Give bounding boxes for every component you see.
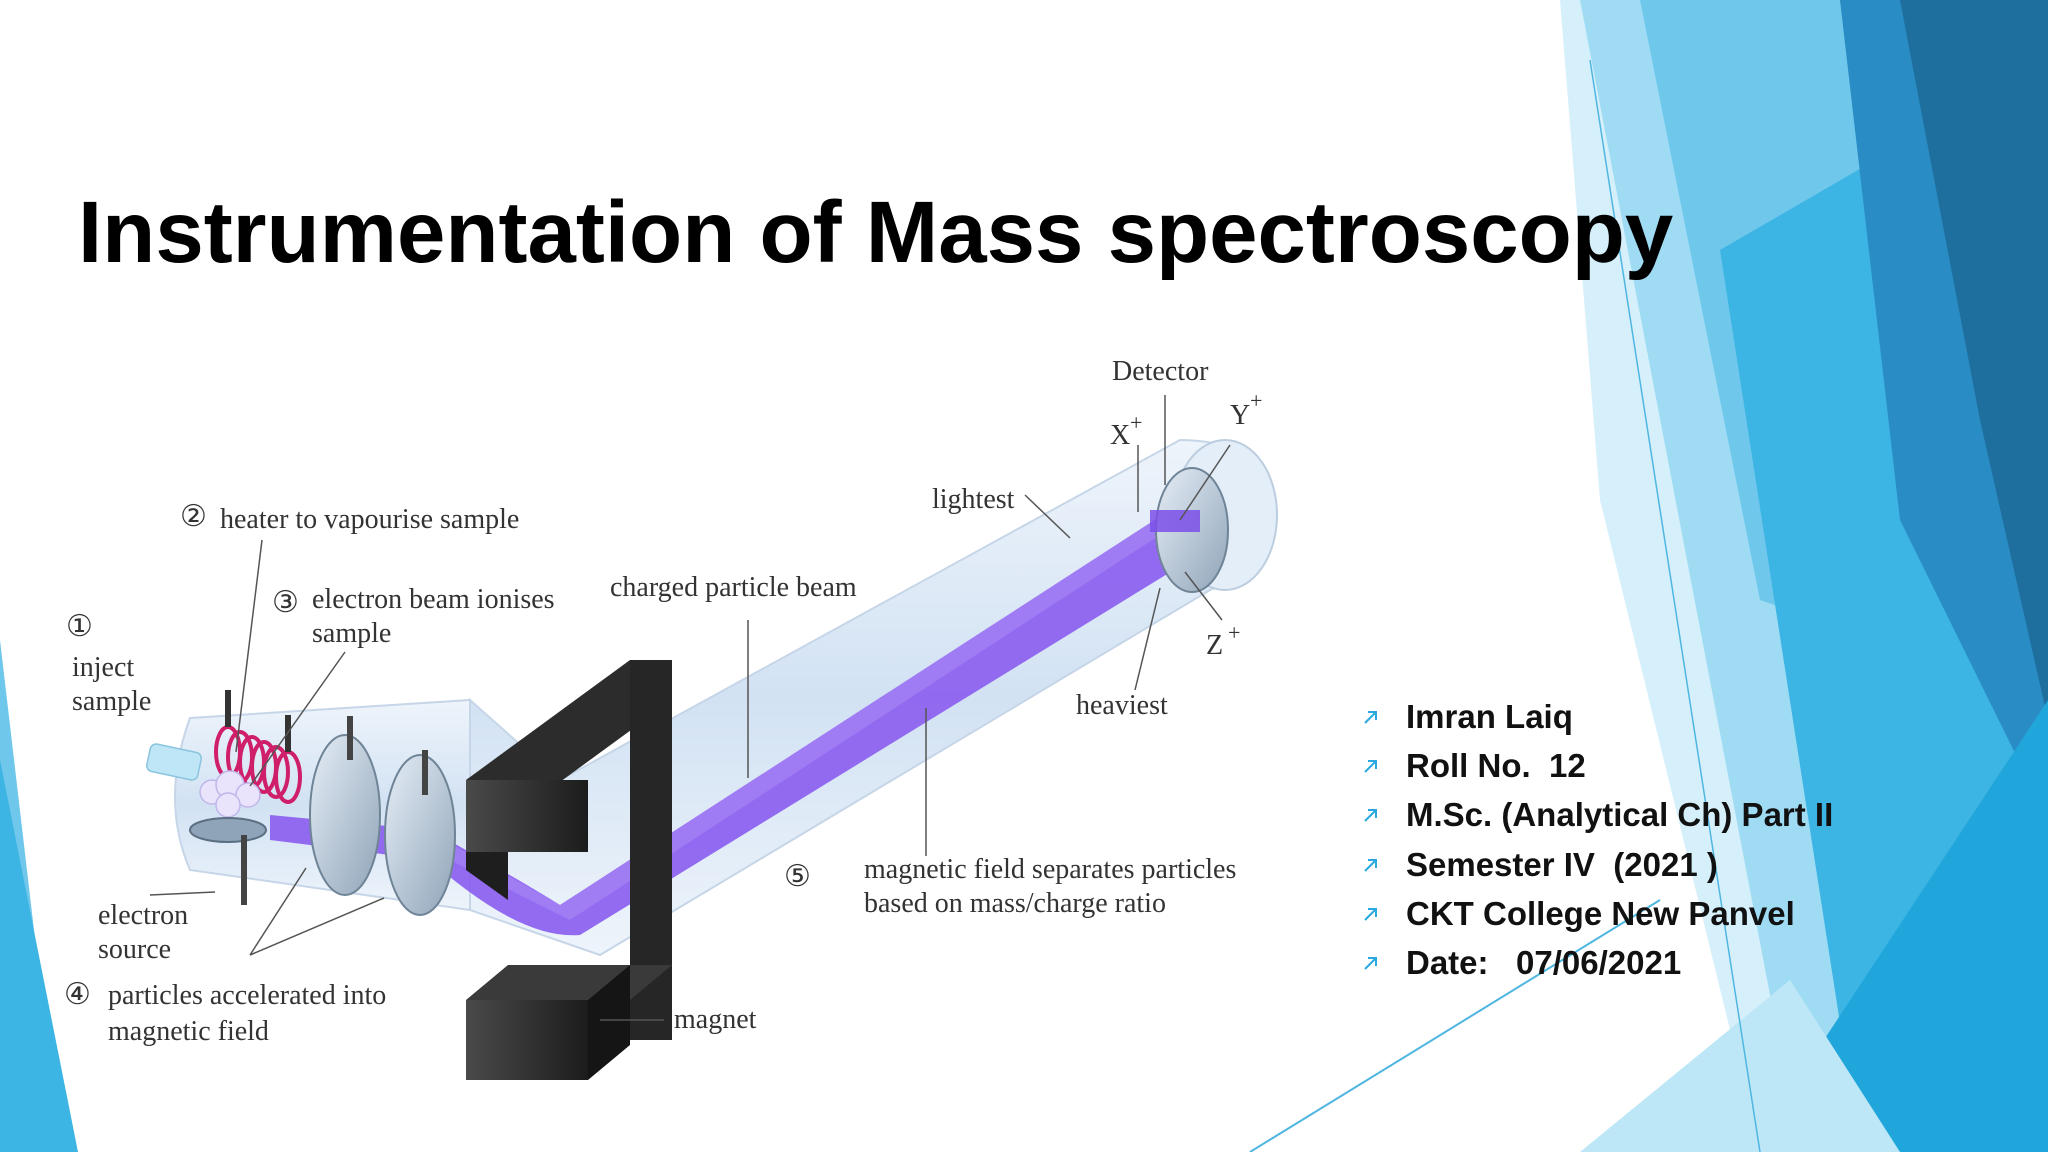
- info-college: CKT College New Panvel: [1406, 894, 1795, 932]
- label-inject-1: inject: [72, 652, 134, 683]
- label-electron-beam-2: sample: [312, 618, 391, 649]
- leader-lines: [149, 395, 1231, 1021]
- info-name: Imran Laiq: [1406, 697, 1573, 735]
- facet-dark: [1900, 0, 2048, 720]
- step-number-1: ①: [66, 609, 93, 644]
- list-item: Imran Laiq: [1362, 692, 1833, 741]
- info-date: Date: 07/06/2021: [1406, 944, 1682, 982]
- mass-spectrometer-diagram: ① ② ③ ④ ⑤ inject sample heater to vapour…: [64, 356, 1278, 1080]
- label-heaviest: heaviest: [1076, 690, 1168, 721]
- ion-x: X: [1110, 420, 1130, 451]
- north-east-arrow-icon: [1362, 905, 1388, 923]
- accelerator-disc-1: [309, 734, 381, 896]
- detector-slot: [1150, 510, 1200, 532]
- label-inject-2: sample: [72, 686, 151, 717]
- label-charged-beam: charged particle beam: [610, 572, 857, 603]
- magnet-back-arm: [630, 660, 672, 1040]
- label-magnet: magnet: [674, 1004, 757, 1035]
- north-east-arrow-icon: [1362, 954, 1388, 972]
- sample-cloud: [199, 770, 261, 818]
- north-east-arrow-icon: [1362, 757, 1388, 775]
- facet-bottom-light: [1580, 980, 1900, 1152]
- slide-title: Instrumentation of Mass spectroscopy: [78, 184, 1674, 281]
- electron-source-plate: [189, 817, 267, 843]
- info-course: M.Sc. (Analytical Ch) Part II: [1406, 796, 1834, 834]
- label-magnetic-field-2: based on mass/charge ratio: [864, 888, 1166, 919]
- magnet-lower-block: [466, 1000, 588, 1080]
- step-number-2: ②: [180, 499, 207, 534]
- label-electron-beam-1: electron beam ionises: [312, 584, 555, 615]
- magnet-lower-side: [588, 965, 630, 1080]
- step-number-3: ③: [272, 585, 299, 620]
- label-heater: heater to vapourise sample: [220, 504, 519, 535]
- ion-z-charge: +: [1228, 620, 1240, 645]
- north-east-arrow-icon: [1362, 708, 1388, 726]
- label-electron-source-2: source: [98, 934, 171, 965]
- list-item: Semester IV (2021 ): [1362, 840, 1833, 889]
- label-detector: Detector: [1112, 356, 1209, 387]
- heater-coil: [214, 725, 302, 804]
- label-electron-source-1: electron: [98, 900, 188, 931]
- facet-left-mid: [0, 760, 78, 1152]
- thin-line-2: [1589, 59, 1761, 1152]
- label-accelerated-1: particles accelerated into: [108, 980, 386, 1011]
- ion-z: Z: [1206, 630, 1223, 661]
- north-east-arrow-icon: [1362, 806, 1388, 824]
- info-list: Imran Laiq Roll No. 12 M.Sc. (Analytical…: [1362, 692, 1833, 988]
- north-east-arrow-icon: [1362, 856, 1388, 874]
- step-number-5: ⑤: [784, 859, 811, 894]
- magnet-upper-block: [466, 780, 588, 852]
- step-number-4: ④: [64, 977, 91, 1012]
- list-item: Roll No. 12: [1362, 741, 1833, 790]
- list-item: M.Sc. (Analytical Ch) Part II: [1362, 791, 1833, 840]
- injection-nozzle: [146, 743, 202, 781]
- list-item: Date: 07/06/2021: [1362, 938, 1833, 987]
- ion-x-charge: +: [1130, 410, 1142, 435]
- list-item: CKT College New Panvel: [1362, 889, 1833, 938]
- accelerator-disc-2: [384, 754, 456, 916]
- ion-y: Y: [1230, 400, 1250, 431]
- label-accelerated-2: magnetic field: [108, 1016, 269, 1047]
- label-magnetic-field-1: magnetic field separates particles: [864, 854, 1236, 885]
- label-lightest: lightest: [932, 484, 1015, 515]
- info-semester: Semester IV (2021 ): [1406, 845, 1718, 883]
- thin-line-1: [1249, 899, 1661, 1152]
- info-roll-number: Roll No. 12: [1406, 746, 1586, 784]
- ion-y-charge: +: [1250, 388, 1262, 413]
